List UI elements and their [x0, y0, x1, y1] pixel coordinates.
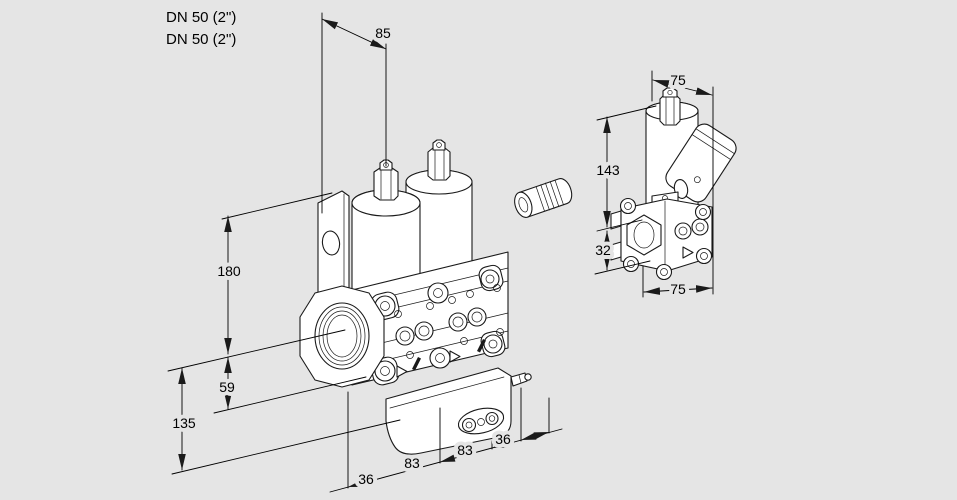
dim-label-59: 59	[219, 379, 235, 395]
dim-label-143: 143	[596, 162, 620, 178]
dim-label-135: 135	[172, 415, 196, 431]
dim-axis-59: 59	[213, 356, 367, 414]
adjustment-screws	[395, 307, 487, 346]
dim-label-32: 32	[595, 242, 611, 258]
solenoid-cylinder-front	[351, 159, 421, 301]
dim-side-top-75: 75	[651, 68, 714, 295]
pressure-regulator	[385, 367, 532, 455]
port-size-label-2: DN 50 (2")	[166, 31, 236, 48]
dim-label-83-v2: 83	[457, 442, 473, 458]
side-coil-connector	[659, 87, 681, 126]
solenoid-cylinder-rear	[405, 139, 473, 288]
flange-bolts	[374, 269, 503, 382]
dim-label-180: 180	[217, 263, 241, 279]
cable-gland-part	[514, 178, 573, 218]
main-valve-drawing	[299, 139, 532, 455]
dim-overall-135: 135	[168, 367, 401, 475]
side-valve-drawing	[610, 87, 737, 281]
coil-connector-rear	[427, 147, 451, 181]
dim-chain-bottom: 36 83 83 36	[329, 387, 563, 493]
side-valve-body	[610, 191, 713, 281]
test-nipple	[510, 372, 528, 387]
flow-direction-icon	[449, 350, 461, 363]
dim-label-36-front: 36	[358, 471, 374, 487]
flow-direction-icon	[396, 365, 408, 378]
dim-top-width: 85	[321, 12, 395, 214]
main-valve-dimensions: 85 180 59 135	[167, 12, 563, 493]
hex-plug	[626, 214, 662, 256]
dim-label-75-bottom: 75	[670, 281, 686, 297]
dim-side-bottom-75: 75	[642, 265, 713, 301]
tick-mark	[412, 357, 421, 371]
dim-label-75-top: 75	[670, 72, 686, 88]
threaded-port	[299, 285, 385, 388]
tick-mark	[477, 339, 486, 353]
dim-label-83-v1: 83	[404, 455, 420, 471]
dim-label-85: 85	[375, 25, 391, 41]
dim-label-36-rear: 36	[495, 431, 511, 447]
port-axis-extension	[167, 329, 346, 372]
dim-side-32: 32	[591, 230, 651, 275]
port-size-label-1: DN 50 (2")	[166, 9, 236, 26]
flow-direction-icon	[682, 246, 694, 259]
coil-connector-front	[373, 167, 399, 201]
